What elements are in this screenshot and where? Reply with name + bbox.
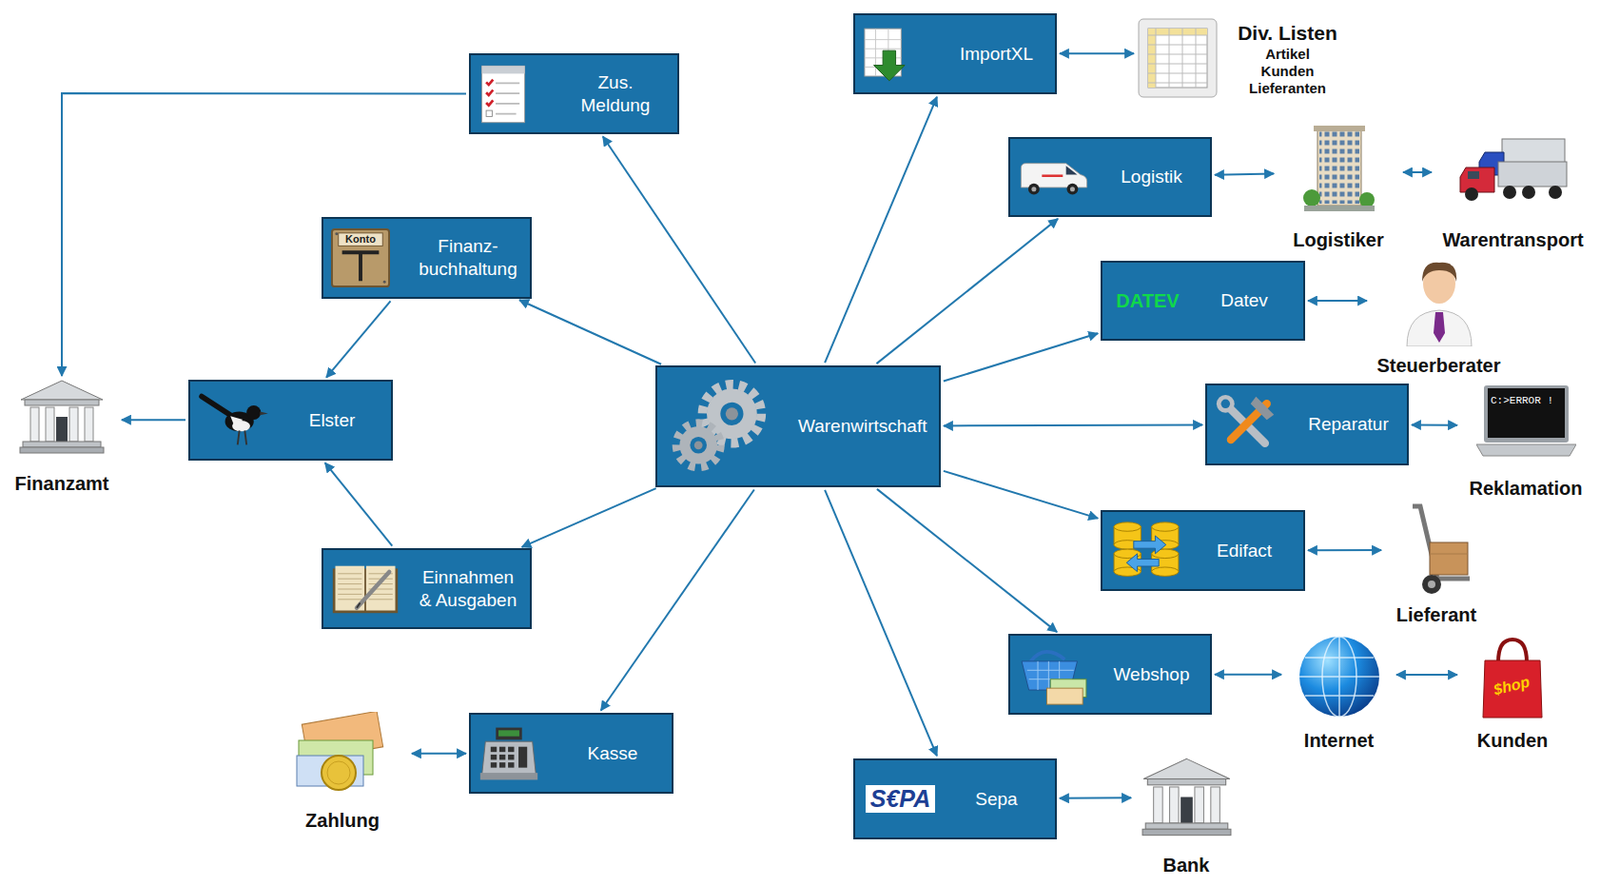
box-label: Zus. Meldung bbox=[562, 71, 669, 118]
connector-arrow bbox=[519, 299, 662, 365]
icon-caption: Logistiker bbox=[1292, 228, 1385, 252]
connector-arrow bbox=[943, 470, 1098, 519]
process-box: Warenwirtschaft bbox=[655, 365, 941, 488]
connector-arrow bbox=[1396, 673, 1458, 676]
box-label: Finanz- buchhaltung bbox=[414, 234, 522, 281]
icon-caption: Lieferant bbox=[1396, 603, 1477, 626]
logo-text: S€PA bbox=[865, 784, 936, 814]
process-box: Kasse bbox=[468, 712, 674, 794]
connector-arrow bbox=[326, 300, 391, 377]
process-box: DATEV Datev bbox=[1100, 260, 1306, 341]
process-box: Einnahmen & Ausgaben bbox=[321, 547, 532, 629]
node-icon bbox=[1017, 643, 1091, 706]
icon-caption: Steuerberater bbox=[1376, 353, 1501, 377]
node-icon bbox=[478, 62, 530, 126]
node-icon bbox=[862, 25, 909, 83]
box-label: Einnahmen & Ausgaben bbox=[414, 565, 522, 612]
connector-arrow bbox=[1214, 173, 1274, 175]
connector-arrow bbox=[1307, 548, 1382, 551]
box-label: Webshop bbox=[1113, 663, 1191, 686]
box-label: Elster bbox=[309, 409, 356, 432]
node-icon bbox=[1214, 392, 1278, 456]
icon-node: Steuerberater bbox=[1369, 254, 1508, 377]
box-label: Datev bbox=[1220, 289, 1269, 313]
node-icon bbox=[19, 378, 105, 455]
icon-node: Logistiker bbox=[1276, 121, 1401, 252]
process-box: Logistik bbox=[1008, 136, 1212, 217]
node-icon bbox=[664, 373, 770, 479]
box-label: Edifact bbox=[1216, 539, 1272, 563]
icon-node: Bank bbox=[1133, 756, 1239, 877]
icon-label: C:>ERROR ! bbox=[1490, 394, 1554, 407]
process-box: Edifact bbox=[1100, 509, 1306, 591]
connector-arrow bbox=[603, 136, 756, 363]
icon-label: Konto bbox=[331, 233, 391, 245]
list-items: Artikel Kunden Lieferanten bbox=[1244, 45, 1332, 98]
connector-arrow bbox=[1403, 171, 1432, 174]
process-box: ImportXL bbox=[853, 13, 1057, 95]
process-box: Webshop bbox=[1008, 633, 1212, 715]
connector-arrow bbox=[824, 97, 937, 363]
connector-arrow bbox=[411, 752, 467, 755]
process-box: Finanz- buchhaltung bbox=[321, 216, 532, 299]
connector-arrow bbox=[1307, 299, 1367, 302]
box-label: ImportXL bbox=[959, 42, 1034, 66]
connector-arrow bbox=[522, 487, 657, 547]
icon-node: Lieferant bbox=[1384, 502, 1489, 626]
connector-arrow bbox=[1059, 796, 1132, 799]
node-icon bbox=[1300, 121, 1377, 217]
node-icon bbox=[1456, 133, 1571, 210]
icon-caption: Bank bbox=[1163, 853, 1210, 877]
icon-caption: Internet bbox=[1304, 728, 1374, 752]
process-box: Reparatur bbox=[1205, 383, 1409, 466]
logo-text: DATEV bbox=[1115, 289, 1179, 313]
box-label: Sepa bbox=[975, 787, 1017, 811]
box-label: Kasse bbox=[587, 741, 639, 765]
node-icon bbox=[478, 724, 540, 782]
connector-arrow bbox=[1214, 673, 1282, 676]
icon-node: Div. ListenArtikel Kunden Lieferanten bbox=[1136, 13, 1351, 104]
list-title: Div. Listen bbox=[1237, 19, 1338, 46]
node-icon bbox=[1401, 254, 1478, 347]
process-box: Zus. Meldung bbox=[468, 53, 680, 135]
node-icon bbox=[1141, 756, 1232, 838]
icon-node: Zahlung bbox=[275, 711, 410, 832]
connector-arrow bbox=[121, 418, 186, 421]
icon-node: Internet bbox=[1284, 633, 1394, 752]
box-label: Warenwirtschaft bbox=[798, 414, 905, 438]
node-icon bbox=[1296, 633, 1383, 720]
box-label: Reparatur bbox=[1307, 412, 1389, 436]
connector-arrow bbox=[877, 488, 1057, 632]
connector-arrow bbox=[824, 489, 937, 756]
node-icon bbox=[1393, 502, 1480, 598]
process-box: S€PA Sepa bbox=[853, 758, 1057, 840]
icon-caption: Reklamation bbox=[1469, 476, 1583, 500]
icon-caption: Warentransport bbox=[1442, 228, 1583, 252]
process-box: Elster bbox=[188, 379, 393, 461]
icon-node: Finanzamt bbox=[4, 378, 119, 495]
node-icon bbox=[1136, 17, 1219, 99]
connector-arrow bbox=[325, 462, 393, 546]
connector-arrow bbox=[876, 218, 1058, 364]
node-icon bbox=[331, 561, 400, 617]
node-icon bbox=[294, 711, 391, 796]
node-icon bbox=[1017, 156, 1091, 198]
connector-arrow bbox=[1411, 423, 1458, 426]
connector-arrow bbox=[943, 424, 1203, 426]
icon-caption: Zahlung bbox=[305, 808, 380, 832]
icon-caption: Kunden bbox=[1477, 728, 1548, 752]
box-label: Logistik bbox=[1120, 165, 1182, 189]
icon-caption: Finanzamt bbox=[15, 471, 110, 495]
connector-arrow bbox=[601, 488, 755, 710]
node-icon bbox=[1110, 519, 1183, 583]
node-icon bbox=[197, 389, 271, 452]
connector-arrow bbox=[1059, 52, 1134, 55]
connector-arrow bbox=[943, 332, 1098, 381]
icon-node: Warentransport bbox=[1434, 133, 1592, 252]
